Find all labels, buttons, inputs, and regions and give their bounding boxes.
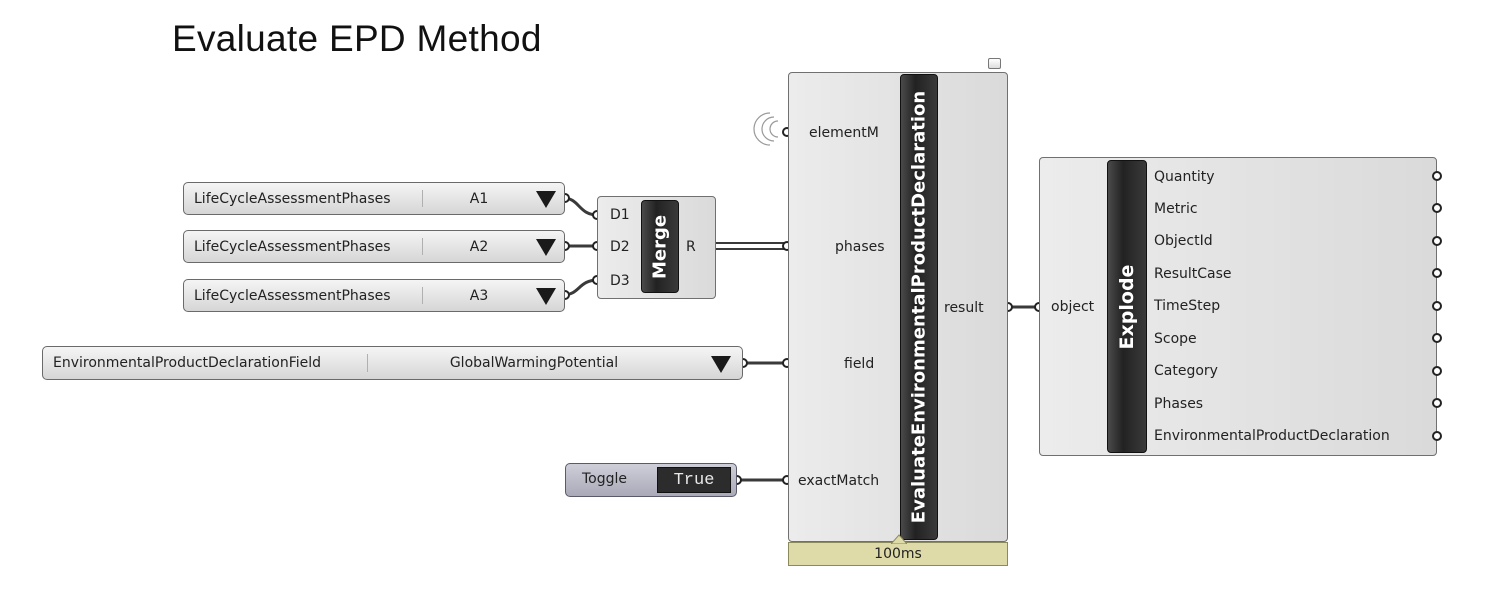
timing-label: 100ms — [788, 542, 1008, 566]
divider — [422, 238, 423, 255]
dropdown-arrow-icon[interactable] — [536, 239, 556, 256]
dropdown-arrow-icon[interactable] — [711, 356, 731, 373]
input-elementm: elementM — [809, 125, 879, 141]
message-bubble-icon[interactable] — [988, 58, 1001, 69]
explode-component[interactable]: object Explode Quantity Metric ObjectId … — [1039, 157, 1437, 456]
merge-input-d3: D3 — [610, 273, 630, 289]
wire-merge-phases — [708, 242, 787, 250]
wire-a1-d1 — [562, 196, 599, 217]
merge-component[interactable]: D1 D2 D3 Merge R — [597, 196, 716, 299]
dropdown-arrow-icon[interactable] — [536, 288, 556, 305]
phase-list-a1[interactable]: LifeCycleAssessmentPhases A1 — [183, 182, 565, 215]
merge-name-bar: Merge — [641, 200, 679, 293]
boolean-toggle[interactable]: Toggle True — [565, 463, 737, 497]
divider — [422, 190, 423, 207]
evaluate-name-bar: EvaluateEnvironmentalProductDeclaration — [900, 74, 938, 540]
output-epd: EnvironmentalProductDeclaration — [1154, 428, 1390, 444]
value-list-name: LifeCycleAssessmentPhases — [194, 238, 391, 255]
output-resultcase: ResultCase — [1154, 266, 1232, 282]
explode-name: Explode — [1116, 264, 1138, 349]
toggle-value[interactable]: True — [657, 467, 731, 493]
evaluate-name: EvaluateEnvironmentalProductDeclaration — [908, 90, 930, 524]
diagram-title: Evaluate EPD Method — [172, 18, 542, 59]
field-list[interactable]: EnvironmentalProductDeclarationField Glo… — [42, 346, 743, 380]
output-phases: Phases — [1154, 396, 1204, 412]
output-timestep: TimeStep — [1154, 298, 1221, 314]
output-result: result — [944, 300, 984, 316]
value-list-selection: A2 — [469, 238, 489, 255]
explode-input-object: object — [1051, 299, 1095, 315]
output-scope: Scope — [1154, 331, 1197, 347]
wire-a3-d3 — [562, 278, 599, 297]
timing-pointer-icon — [891, 534, 907, 544]
evaluate-epd-component[interactable]: elementM phases field exactMatch Evaluat… — [788, 72, 1008, 542]
divider — [422, 287, 423, 304]
divider — [367, 354, 368, 372]
merge-input-d2: D2 — [610, 239, 630, 255]
value-list-selection: A1 — [469, 190, 489, 207]
value-list-name: LifeCycleAssessmentPhases — [194, 287, 391, 304]
value-list-selection: A3 — [469, 287, 489, 304]
input-exactmatch: exactMatch — [798, 473, 880, 489]
merge-name: Merge — [649, 214, 671, 279]
output-objectid: ObjectId — [1154, 233, 1213, 249]
output-category: Category — [1154, 363, 1218, 379]
dropdown-arrow-icon[interactable] — [536, 191, 556, 208]
merge-output-r: R — [686, 239, 696, 255]
toggle-label: Toggle — [582, 471, 628, 487]
phase-list-a2[interactable]: LifeCycleAssessmentPhases A2 — [183, 230, 565, 263]
input-field: field — [844, 356, 875, 372]
wireless-indicator — [753, 112, 779, 146]
input-phases: phases — [835, 239, 885, 255]
output-metric: Metric — [1154, 201, 1198, 217]
phase-list-a3[interactable]: LifeCycleAssessmentPhases A3 — [183, 279, 565, 312]
value-list-selection: GlobalWarmingPotential — [449, 355, 619, 371]
value-list-name: EnvironmentalProductDeclarationField — [53, 355, 322, 371]
explode-output-ports — [1432, 171, 1442, 441]
output-quantity: Quantity — [1154, 169, 1215, 185]
value-list-name: LifeCycleAssessmentPhases — [194, 190, 391, 207]
explode-name-bar: Explode — [1107, 160, 1147, 453]
merge-input-d1: D1 — [610, 207, 630, 223]
